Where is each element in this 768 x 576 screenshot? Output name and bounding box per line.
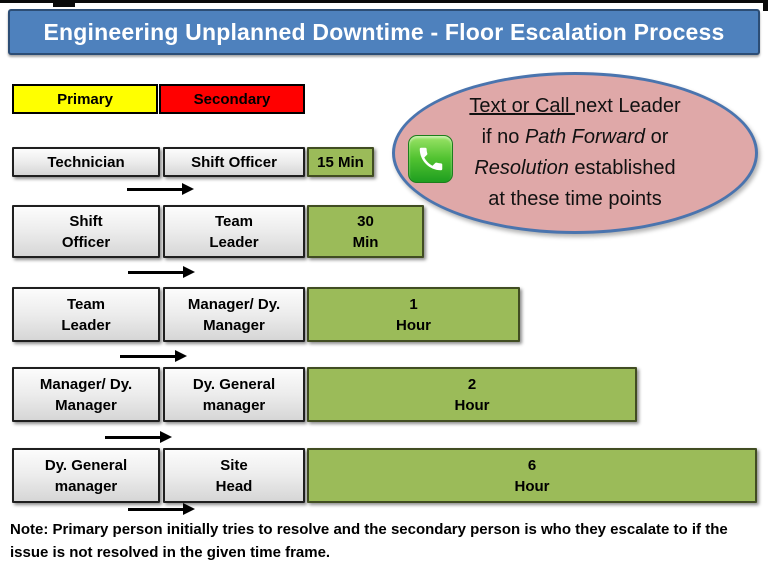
time-label: Min [352, 233, 379, 251]
secondary-label: Manager [203, 316, 265, 334]
callout-italic-path-forward: Path Forward [524, 126, 646, 148]
primary-label: Dy. General [44, 456, 128, 474]
primary-label: Manager [55, 396, 117, 414]
secondary-label: manager [202, 396, 266, 414]
secondary-label: Team [214, 212, 254, 230]
secondary-box: Shift Officer [163, 147, 305, 177]
callout-text-line1: next Leader [574, 95, 681, 117]
primary-box: Dy. General manager [12, 448, 160, 503]
primary-label: Leader [61, 316, 111, 334]
primary-box: Team Leader [12, 287, 160, 342]
secondary-label: Leader [209, 233, 259, 251]
legend-secondary-label: Secondary [193, 90, 271, 108]
primary-label: Officer [61, 233, 111, 251]
secondary-label: Manager/ Dy. [187, 295, 281, 313]
footer-note: Note: Primary person initially tries to … [10, 521, 728, 562]
callout-italic-resolution: Resolution [474, 157, 569, 179]
time-label: Hour [396, 316, 431, 334]
time-box: 2 Hour [307, 367, 637, 422]
legend-primary: Primary [12, 84, 158, 114]
time-label: 30 [357, 212, 374, 230]
callout-text-line3: established [568, 157, 676, 179]
callout-text-line2b: or [645, 126, 669, 148]
top-edge-notch [53, 0, 75, 7]
callout-text-line2: if no [481, 126, 525, 148]
primary-label: Technician [47, 153, 125, 171]
escalation-arrow-icon [105, 431, 172, 443]
primary-label: manager [54, 477, 118, 495]
time-label: 6 [527, 456, 537, 474]
escalation-arrow-icon [128, 266, 195, 278]
callout-underlined-text: Text or Call [469, 95, 575, 117]
primary-box: Technician [12, 147, 160, 177]
escalation-arrow-icon [128, 503, 195, 515]
phone-icon [408, 135, 453, 183]
primary-box: Manager/ Dy. Manager [12, 367, 160, 422]
secondary-label: Dy. General [192, 375, 276, 393]
legend-secondary: Secondary [159, 84, 305, 114]
time-label: 2 [467, 375, 477, 393]
top-edge-line [0, 0, 768, 3]
secondary-label: Shift Officer [191, 153, 277, 171]
title-bar: Engineering Unplanned Downtime - Floor E… [8, 9, 760, 55]
time-label: Hour [514, 477, 550, 495]
time-box: 6 Hour [307, 448, 757, 503]
secondary-label: Site [220, 456, 248, 474]
primary-box: Shift Officer [12, 205, 160, 258]
legend-primary-label: Primary [57, 90, 113, 108]
primary-label: Shift [69, 212, 103, 230]
escalation-arrow-icon [127, 183, 194, 195]
time-box: 15 Min [307, 147, 374, 177]
escalation-arrow-icon [120, 350, 187, 362]
primary-label: Team [66, 295, 106, 313]
secondary-box: Site Head [163, 448, 305, 503]
callout-text-line4: at these time points [488, 188, 662, 210]
primary-label: Manager/ Dy. [39, 375, 133, 393]
time-box: 30 Min [307, 205, 424, 258]
secondary-box: Manager/ Dy. Manager [163, 287, 305, 342]
secondary-box: Team Leader [163, 205, 305, 258]
top-right-corner-mark [763, 0, 768, 11]
time-box: 1 Hour [307, 287, 520, 342]
secondary-box: Dy. General manager [163, 367, 305, 422]
page-title: Engineering Unplanned Downtime - Floor E… [43, 18, 725, 45]
callout-text: Text or Call next Leader if no Path Forw… [395, 91, 755, 215]
time-label: Hour [454, 396, 490, 414]
secondary-label: Head [215, 477, 253, 495]
time-label: 1 [409, 295, 418, 313]
time-label: 15 Min [317, 153, 364, 171]
callout-ellipse: Text or Call next Leader if no Path Forw… [392, 72, 758, 234]
